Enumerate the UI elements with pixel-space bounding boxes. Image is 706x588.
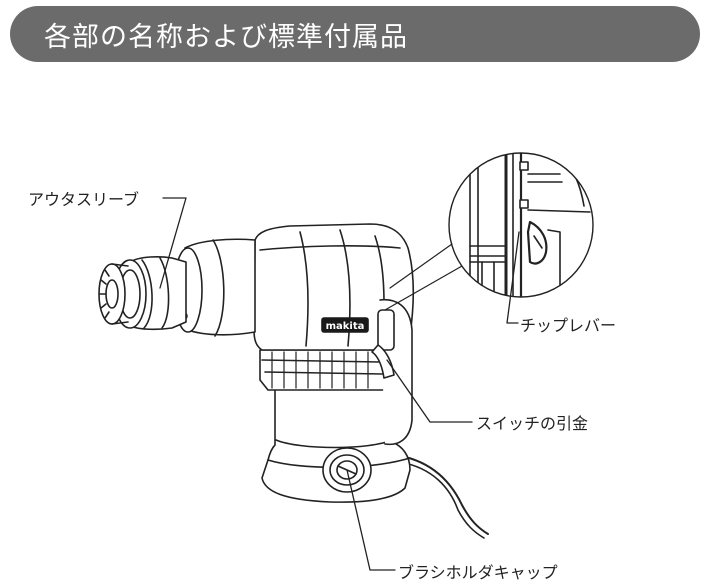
- leader-brush-holder-cap: [346, 469, 396, 571]
- socket: [98, 263, 129, 325]
- brand-logo: makita: [321, 317, 369, 333]
- power-cord: [394, 454, 489, 535]
- inset-connector-top: [389, 243, 453, 289]
- lower-housing: [261, 379, 411, 503]
- svg-text:makita: makita: [326, 321, 365, 332]
- leader-tip-lever: [506, 231, 520, 324]
- callout-outer-sleeve: アウタスリーブ: [28, 190, 140, 209]
- callout-brush-holder-cap: ブラシホルダキャップ: [398, 563, 558, 582]
- tip-lever-detail-inset: [448, 152, 594, 298]
- nose-cylinder: [184, 238, 256, 336]
- callout-tip-lever: チップレバー: [520, 316, 617, 335]
- callout-switch-trigger: スイッチの引金: [476, 414, 589, 433]
- leader-switch-trigger: [386, 359, 473, 423]
- section-title: 各部の名称および標準付属品: [44, 22, 408, 53]
- main-body: [253, 223, 414, 351]
- switch-trigger: [371, 344, 395, 379]
- gear-block: [259, 349, 385, 391]
- inset-connector-bottom: [384, 265, 463, 311]
- section-header: 各部の名称および標準付属品: [10, 6, 700, 62]
- leader-outer-sleeve: [159, 197, 187, 289]
